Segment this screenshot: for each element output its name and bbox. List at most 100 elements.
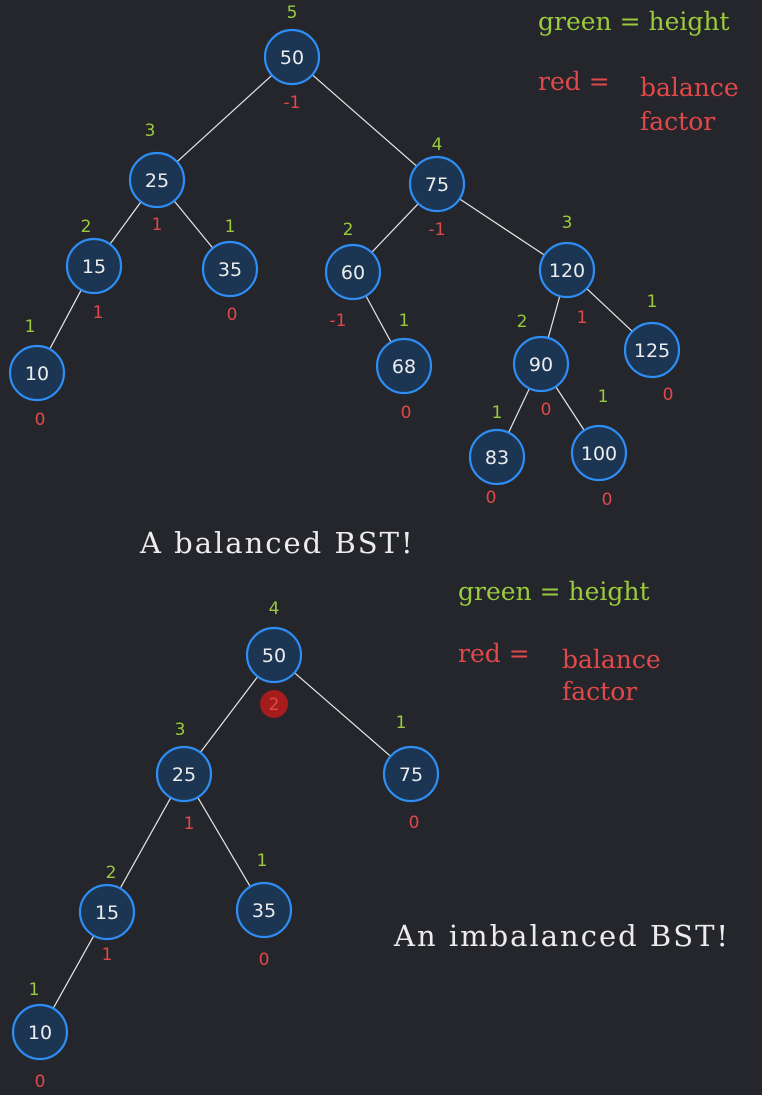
node-value: 10: [25, 363, 49, 385]
caption-balanced: A balanced BST!: [139, 526, 415, 560]
legend-bottom: green = height red = balance factor: [458, 577, 661, 706]
height-label: 1: [25, 317, 36, 337]
balance-factor-label: 1: [93, 303, 104, 323]
tree-edge: [293, 672, 392, 757]
tree-edge: [49, 289, 82, 350]
tree-edge: [547, 295, 561, 339]
height-label: 1: [399, 311, 410, 331]
node-circle: [65, 237, 123, 295]
legend-red-line2: factor: [562, 677, 637, 706]
tree-edge: [365, 295, 392, 343]
node-value: 50: [280, 47, 304, 69]
node-circle: [324, 243, 382, 301]
legend-green-label: green = height: [458, 577, 650, 606]
node-value: 100: [581, 443, 617, 465]
balance-factor-label: -1: [330, 311, 347, 331]
height-label: 2: [517, 312, 528, 332]
node-circle: [512, 335, 570, 393]
height-label: 1: [492, 403, 503, 423]
tree-edge: [586, 288, 633, 332]
node-value: 10: [28, 1022, 52, 1044]
balance-factor-label: 0: [35, 410, 46, 430]
balance-factor-label: 0: [409, 813, 420, 833]
node-circle: [623, 321, 681, 379]
height-label: 1: [396, 713, 407, 733]
tree-edge: [199, 676, 259, 753]
balance-factor-label: -1: [429, 220, 446, 240]
node-circle: [201, 240, 259, 298]
balance-factor-label: 1: [102, 945, 113, 965]
tree-edge: [173, 200, 214, 249]
node-value: 35: [218, 259, 242, 281]
tree-edge: [555, 386, 585, 431]
height-label: 4: [432, 135, 443, 155]
legend-red-line2: factor: [640, 107, 715, 136]
balance-factor-label: 1: [184, 814, 195, 834]
tree-node-75: 75 4 -1: [408, 135, 466, 240]
balance-factor-label: 1: [152, 215, 163, 235]
height-label: 3: [175, 720, 186, 740]
height-label: 2: [343, 220, 354, 240]
tree-edge: [311, 74, 418, 167]
tree-node-120: 120 3 1: [538, 213, 596, 328]
node-value: 83: [485, 447, 509, 469]
node-circle: [468, 428, 526, 486]
node-value: 60: [341, 262, 365, 284]
node-value: 15: [82, 256, 106, 278]
legend-red-label: red =: [538, 67, 610, 96]
balance-factor-label: 0: [663, 385, 674, 405]
node-value: 50: [262, 645, 286, 667]
height-label: 1: [29, 980, 40, 1000]
tree-edge: [119, 797, 172, 889]
node-circle: [375, 337, 433, 395]
height-label: 1: [257, 851, 268, 871]
height-label: 1: [225, 217, 236, 237]
tree-edge: [371, 203, 419, 253]
node-value: 90: [529, 354, 553, 376]
balance-factor-label: 2: [269, 695, 280, 715]
balance-factor-label: 0: [602, 490, 613, 510]
tree-node-25: 25 3 1: [155, 720, 213, 834]
tree-node-50: 50 5 -1: [263, 3, 321, 113]
legend-red-line1: balance: [562, 645, 661, 674]
node-value: 75: [425, 174, 449, 196]
balance-highlight-marker: [260, 690, 288, 718]
height-label: 5: [287, 3, 298, 23]
node-circle: [538, 241, 596, 299]
node-value: 25: [172, 764, 196, 786]
node-circle: [11, 1003, 69, 1061]
balance-factor-label: 0: [541, 400, 552, 420]
tree-edge: [197, 796, 251, 888]
node-value: 25: [145, 170, 169, 192]
nodes-layer: 505-12531754-115213510602-11203110106810…: [8, 3, 681, 1092]
node-value: 125: [634, 340, 670, 362]
node-circle: [263, 28, 321, 86]
node-value: 120: [549, 260, 585, 282]
height-label: 2: [106, 863, 117, 883]
legend-red-label: red =: [458, 639, 530, 668]
node-circle: [8, 344, 66, 402]
node-circle: [128, 151, 186, 209]
balance-factor-label: 1: [577, 308, 588, 328]
tree-node-90: 90 2 0: [512, 312, 570, 420]
tree-edge: [52, 935, 95, 1009]
balance-factor-label: 0: [35, 1072, 46, 1092]
edges-layer: [49, 74, 633, 1009]
node-value: 68: [392, 356, 416, 378]
balance-factor-label: -1: [284, 93, 301, 113]
node-circle: [78, 883, 136, 941]
node-circle: [235, 881, 293, 939]
balance-factor-label: 0: [227, 305, 238, 325]
node-circle: [382, 745, 440, 803]
height-label: 3: [562, 213, 573, 233]
height-label: 2: [81, 217, 92, 237]
